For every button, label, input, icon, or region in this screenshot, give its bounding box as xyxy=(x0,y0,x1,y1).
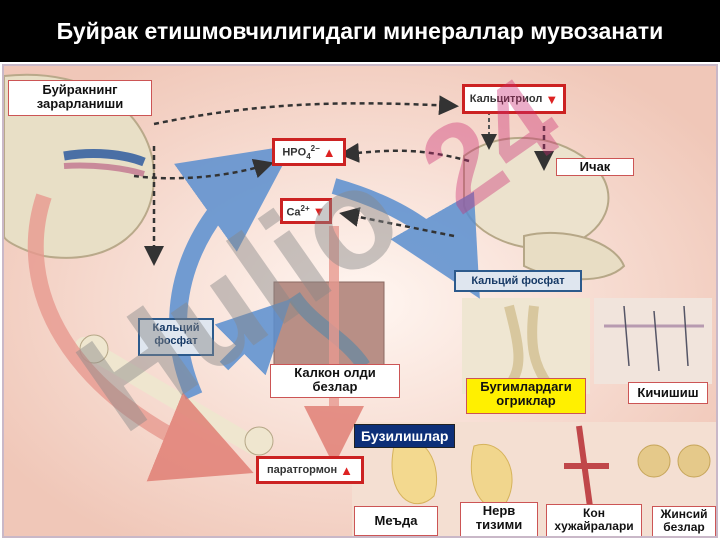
blood-cells-line1: Кон xyxy=(583,506,605,520)
parathyroid-label: Калкон олди безлар xyxy=(270,364,400,398)
disorders-section-title: Бузилишлар xyxy=(354,424,456,448)
phosphate-box: HPO42− ▲ xyxy=(272,138,346,166)
decrease-arrow-icon: ▼ xyxy=(312,203,326,219)
decrease-arrow-icon: ▼ xyxy=(545,91,559,107)
itching-label: Кичишиш xyxy=(628,382,708,404)
increase-arrow-icon: ▲ xyxy=(340,462,353,478)
calcium-phosphate-left-tag: Кальций фосфат xyxy=(138,318,214,356)
kidney-damage-label: Буйракнинг зарарланиши xyxy=(8,80,152,116)
parathormone-label: паратгормон xyxy=(267,464,338,476)
phosphate-label: HPO42− xyxy=(282,143,320,161)
blood-cells-line2: хужайралари xyxy=(554,519,634,534)
nerve-system-label: Нерв тизими xyxy=(460,502,538,536)
stomach-label: Меъда xyxy=(354,506,438,536)
diagram-illustration xyxy=(4,66,716,536)
sex-glands-label: Жинсий безлар xyxy=(652,506,716,536)
increase-arrow-icon: ▲ xyxy=(322,144,336,160)
intestine-label: Ичак xyxy=(556,158,634,176)
joints-label: Бугимлардаги огриклар xyxy=(466,378,586,414)
calcium-box: Ca2+ ▼ xyxy=(280,198,332,224)
diagram-panel: Кальцитриол ▼ HPO42− ▲ Ca2+ ▼ паратгормо… xyxy=(2,64,718,538)
parathormone-box: паратгормон ▲ xyxy=(256,456,364,484)
blood-cells-label: Кон хужайралари xyxy=(546,504,642,536)
calcium-label: Ca2+ xyxy=(286,203,310,219)
slide-title: Буйрак етишмовчилигидаги минераллар муво… xyxy=(0,0,720,62)
calcium-phosphate-right-tag: Кальций фосфат xyxy=(454,270,582,292)
calcitriol-box: Кальцитриол ▼ xyxy=(462,84,566,114)
calcitriol-label: Кальцитриол xyxy=(469,93,543,105)
skin-illustration xyxy=(594,298,712,384)
